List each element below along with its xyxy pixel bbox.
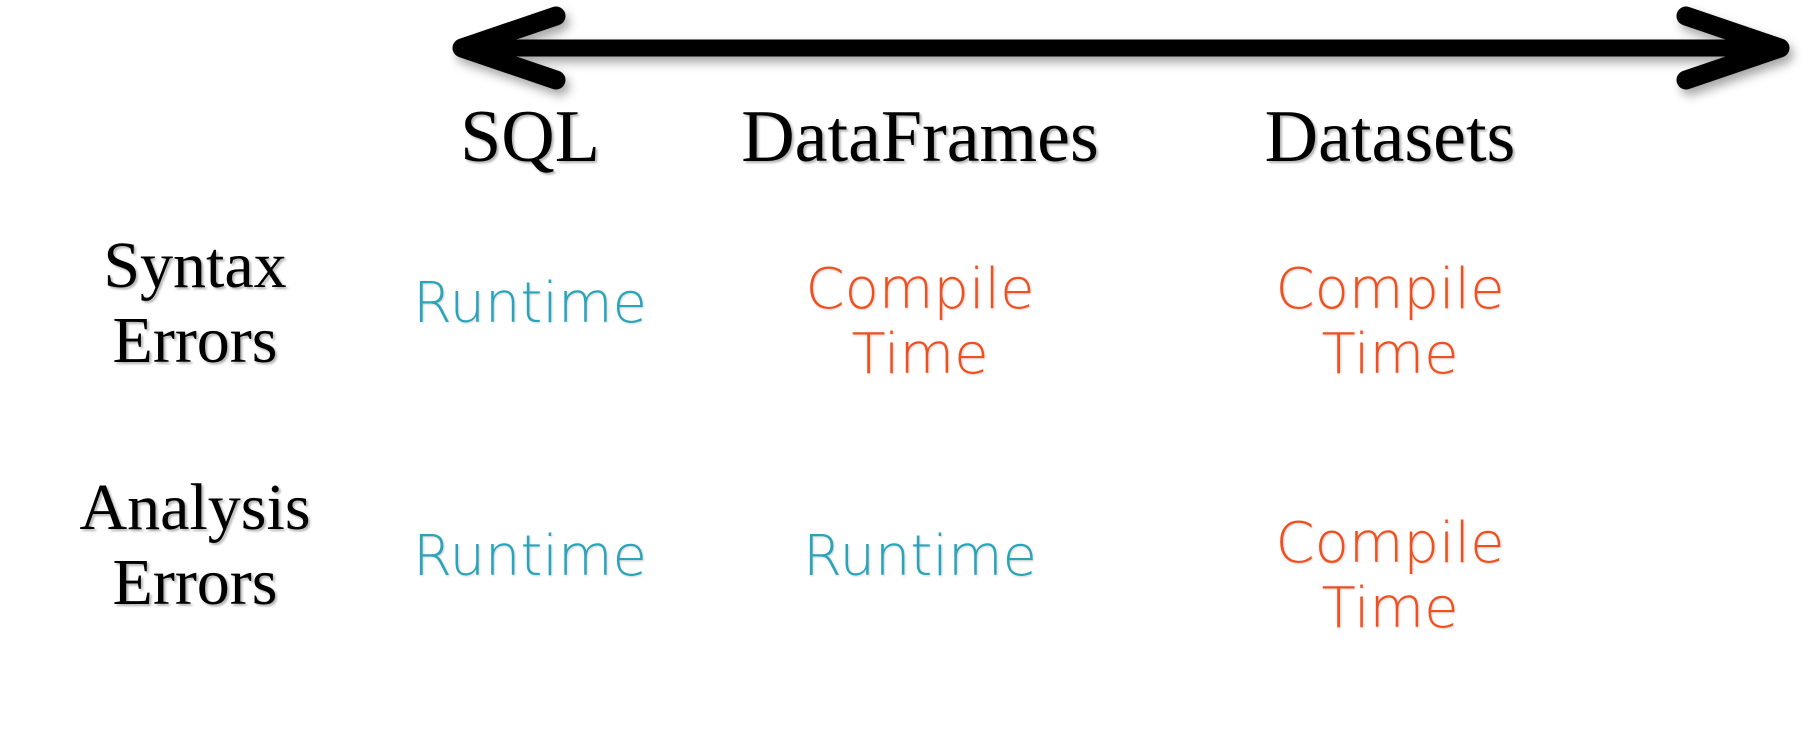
cell-line: Runtime — [803, 524, 1037, 589]
cell-line: Time — [1321, 321, 1459, 387]
cell-analysis-errors-dataframes: Runtime — [740, 524, 1100, 590]
cell-line: Compile — [805, 257, 1035, 322]
row-label-syntax-errors: Syntax Errors — [0, 228, 390, 378]
cell-syntax-errors-sql: Runtime — [380, 271, 680, 337]
row-label-line: Errors — [112, 304, 278, 378]
double-headed-arrow-icon — [440, 6, 1800, 90]
cell-analysis-errors-datasets: Compile Time — [1200, 511, 1580, 642]
cell-syntax-errors-dataframes: Compile Time — [740, 257, 1100, 388]
cell-line: Compile — [1275, 511, 1505, 576]
column-header-sql: SQL — [460, 96, 600, 178]
cell-line: Runtime — [413, 271, 647, 336]
row-label-line: Analysis — [79, 471, 311, 544]
cell-line: Compile — [1275, 257, 1505, 322]
cell-syntax-errors-datasets: Compile Time — [1200, 257, 1580, 388]
row-label-line: Errors — [112, 546, 278, 620]
cell-line: Runtime — [413, 524, 647, 589]
column-header-dataframes: DataFrames — [741, 96, 1099, 178]
column-header-datasets: Datasets — [1264, 96, 1516, 178]
cell-line: Time — [851, 321, 989, 387]
row-label-analysis-errors: Analysis Errors — [0, 470, 390, 620]
row-label-line: Syntax — [103, 229, 287, 302]
cell-line: Time — [1321, 575, 1459, 641]
cell-analysis-errors-sql: Runtime — [380, 524, 680, 590]
